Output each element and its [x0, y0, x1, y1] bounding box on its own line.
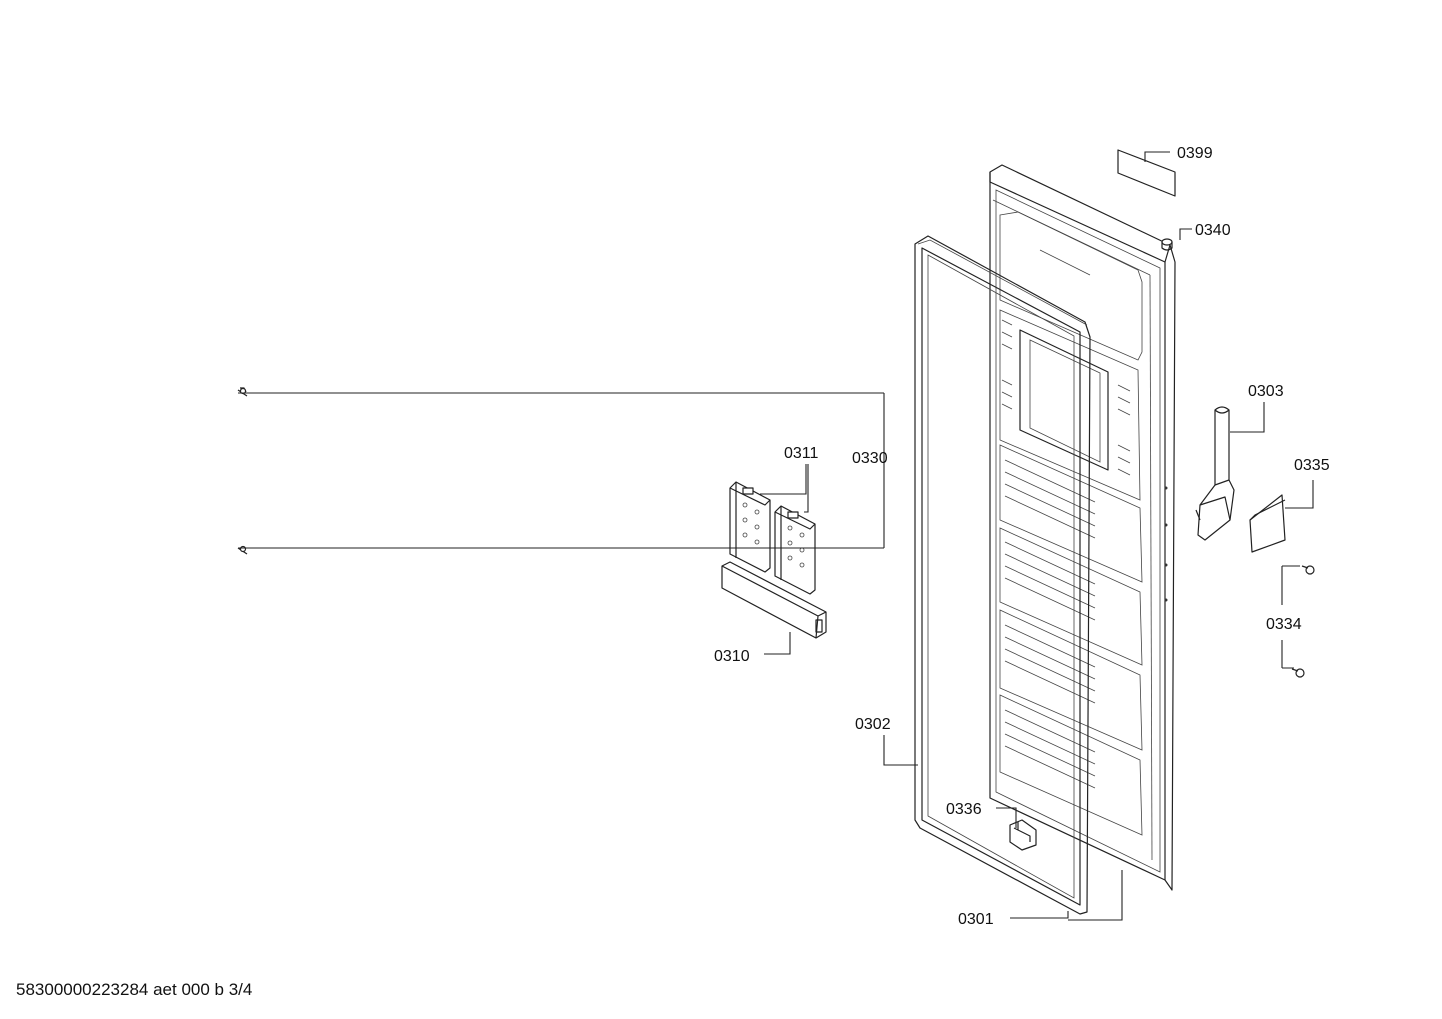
callout-0334: 0334 [1266, 616, 1302, 633]
callout-0301: 0301 [958, 911, 994, 928]
hinge-bracket [1195, 406, 1235, 541]
leader-lines [238, 151, 1314, 921]
callout-0335: 0335 [1294, 457, 1330, 474]
hinge-cap [1161, 238, 1173, 251]
callout-0399: 0399 [1177, 145, 1213, 162]
hinge-screw-upper [1301, 565, 1315, 575]
callout-0330: 0330 [852, 450, 888, 467]
cold-pack-left [729, 481, 771, 573]
callout-0302: 0302 [855, 716, 891, 733]
callout-0340: 0340 [1195, 222, 1231, 239]
document-reference: 58300000223284 aet 000 b 3/4 [16, 980, 253, 999]
callout-labels: 0399 0340 0303 0335 0334 0311 0330 0310 … [714, 145, 1330, 928]
door-shelf-bar [721, 561, 827, 639]
label-plate [1117, 149, 1176, 197]
callout-0310: 0310 [714, 648, 750, 665]
cold-pack-right [774, 505, 816, 595]
callout-0311: 0311 [784, 445, 819, 462]
callout-0303: 0303 [1248, 383, 1284, 400]
hinge-cover [1249, 494, 1286, 553]
door-gasket [914, 235, 1091, 915]
callout-0336: 0336 [946, 801, 982, 818]
screw-upper [237, 387, 248, 397]
door-clip [1009, 819, 1037, 851]
hinge-screw-lower [1291, 668, 1305, 678]
door-inner-panel [989, 164, 1176, 891]
